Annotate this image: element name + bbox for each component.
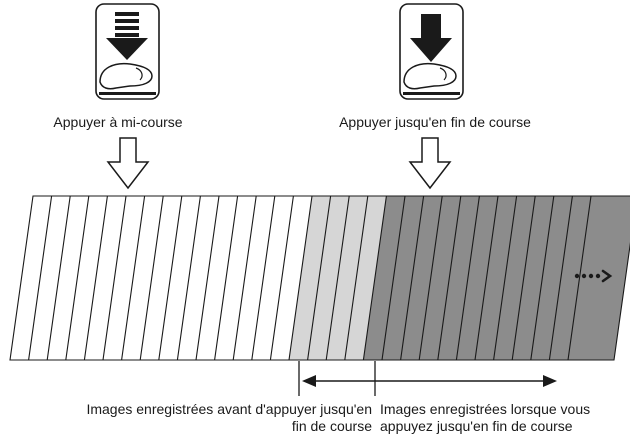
frame-dark-gray [567,195,630,361]
range-arrow-right-head [543,375,557,387]
before-full-press-label: Images enregistrées avant d'appuyer jusq… [4,401,372,435]
after-label-line1: Images enregistrées lorsque vous [380,401,591,417]
dotted-arrow-right-icon [574,269,613,283]
after-full-press-label: Images enregistrées lorsque vous appuyez… [380,401,630,435]
half-press-caption: Appuyer à mi-course [53,114,183,130]
before-label-line2: fin de course [291,418,372,434]
full-press-caption: Appuyer jusqu'en fin de course [339,114,531,130]
shutter-half-press-icon [95,3,160,100]
down-arrow-half-icon [106,137,150,190]
range-arrow-left-head [302,375,316,387]
before-label-line1: Images enregistrées avant d'appuyer jusq… [86,401,372,417]
down-arrow-full-icon [408,137,452,190]
frame-stack [9,195,630,361]
after-label-line2: appuyez jusqu'en fin de course [380,418,573,434]
shutter-full-press-icon [399,3,464,100]
